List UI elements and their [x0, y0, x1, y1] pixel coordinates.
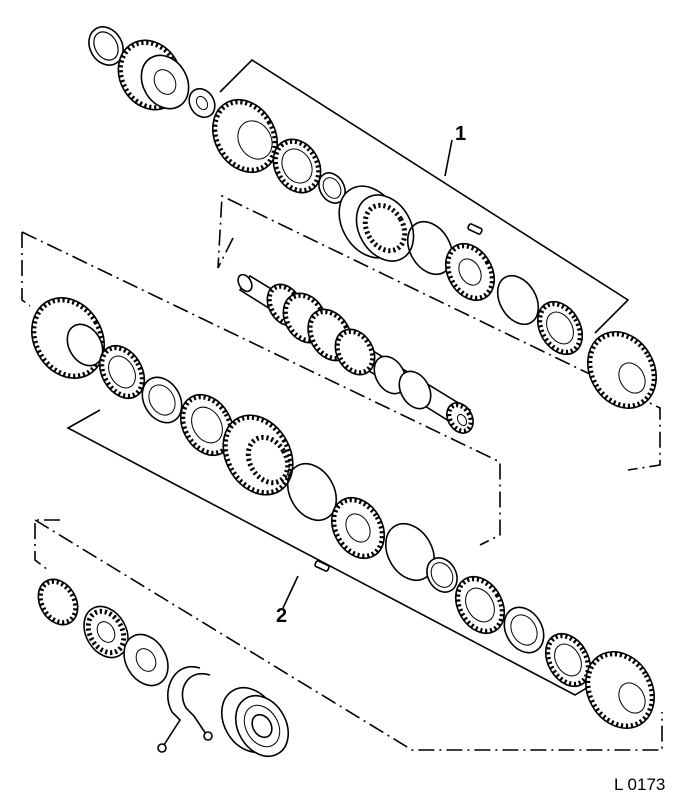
synchro-ring-6	[544, 632, 592, 688]
lower-parts-bracket	[34, 519, 663, 751]
synchro-ring-2	[536, 300, 584, 356]
needle-bearing	[37, 578, 79, 626]
synchro-hub-1	[444, 242, 496, 302]
spring-ring-3	[286, 462, 338, 522]
retaining-clip	[157, 665, 213, 753]
main-shaft	[237, 273, 474, 434]
synchro-ring-1	[272, 138, 322, 194]
helical-gear-3	[31, 297, 105, 379]
assembly-1-bracket	[219, 58, 630, 334]
spring-ring-2	[496, 274, 540, 326]
inner-ring-3	[141, 376, 183, 424]
circlip-top	[88, 26, 124, 66]
assembly-1-sub-bracket	[217, 194, 661, 471]
spring-ring-4	[384, 522, 436, 582]
sliding-sleeve-1	[338, 185, 415, 262]
snap-ring-2	[426, 557, 458, 593]
spring-ring-1	[406, 220, 454, 276]
ball-bearing	[220, 687, 290, 757]
synchro-ring-5	[454, 575, 506, 635]
snap-ring-1	[318, 172, 346, 204]
inner-ring-5	[503, 606, 545, 654]
synchro-hub-2	[330, 497, 386, 559]
pinion-gear-top	[117, 39, 190, 111]
helical-gear-1	[212, 99, 278, 173]
sliding-sleeve-2	[222, 414, 294, 496]
callout-2: 2	[276, 605, 287, 627]
key-2	[314, 560, 330, 572]
key-1	[467, 223, 483, 235]
thrust-washer-bottom	[123, 633, 169, 687]
helical-gear-4	[585, 651, 655, 729]
callout-1: 1	[455, 123, 466, 145]
synchro-ring-3	[98, 344, 146, 400]
thrust-bearing	[83, 605, 129, 659]
helical-gear-2	[587, 331, 657, 409]
thrust-washer-top	[188, 87, 216, 119]
figure-reference: L 0173	[614, 775, 665, 794]
